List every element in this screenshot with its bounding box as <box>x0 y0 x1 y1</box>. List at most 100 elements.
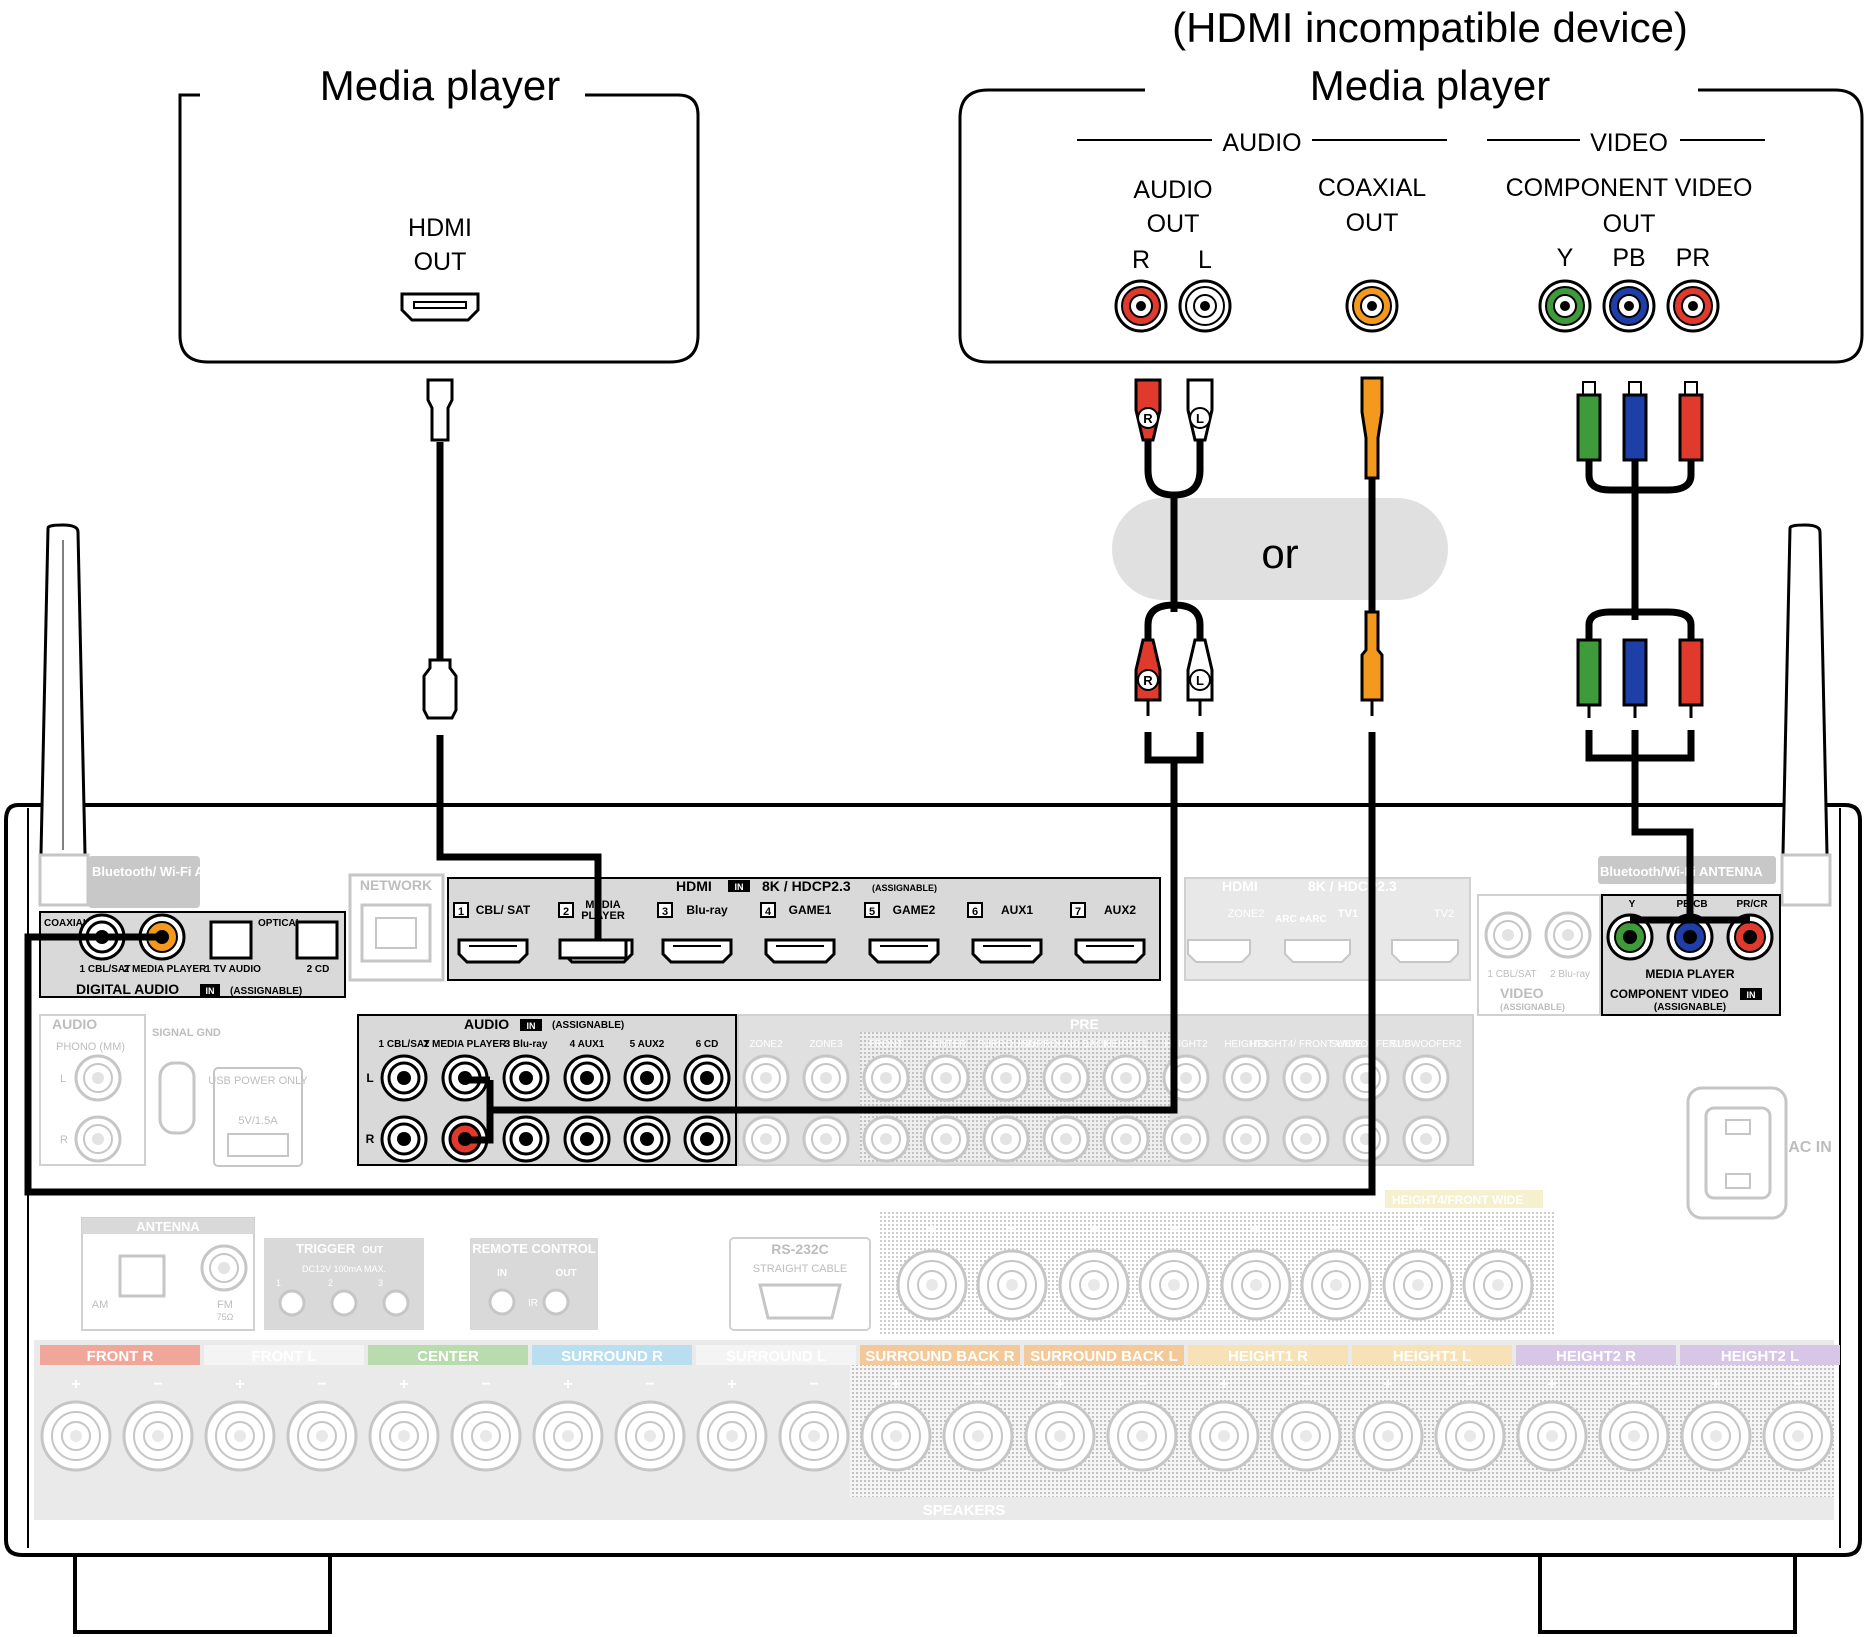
minus-icon: − <box>1331 1221 1340 1238</box>
speaker-terminal <box>1220 1249 1292 1321</box>
audio-in-l-jack[interactable] <box>563 1054 611 1102</box>
hdmi-in-port[interactable] <box>457 938 529 964</box>
svg-text:L: L <box>1196 411 1204 426</box>
audio-in-l-jack[interactable] <box>502 1054 550 1102</box>
svg-text:8K / HDCP2.3: 8K / HDCP2.3 <box>1308 878 1397 894</box>
audio-in-r-jack[interactable] <box>623 1115 671 1163</box>
svg-text:COMPONENT VIDEO: COMPONENT VIDEO <box>1610 987 1729 1001</box>
hdmi-in-port[interactable] <box>971 938 1043 964</box>
left-foot <box>73 1555 332 1634</box>
hdmi-in-port[interactable] <box>661 938 733 964</box>
speaker-channel-header <box>368 1345 528 1365</box>
speaker-terminal <box>1382 1249 1454 1321</box>
speaker-channel-label: SURROUND L <box>726 1348 826 1365</box>
minus-icon: − <box>1169 1221 1178 1238</box>
pre-out-jack <box>802 1115 850 1163</box>
svg-text:OUT: OUT <box>362 1245 383 1256</box>
svg-text:COAXIAL: COAXIAL <box>44 918 89 929</box>
hdmi-in-label: GAME1 <box>789 903 832 917</box>
audio-in-r-jack[interactable] <box>563 1115 611 1163</box>
hdmi-in-number-box <box>558 902 574 918</box>
trigger-out-panel: TRIGGER OUT DC12V 100mA MAX. 1 2 3 <box>264 1238 424 1330</box>
audio-in-l-jack[interactable] <box>380 1054 428 1102</box>
audio-in-l-jack[interactable] <box>623 1054 671 1102</box>
pre-out-jack <box>922 1115 970 1163</box>
usb-power-port: USB POWER ONLY 5V/1.5A <box>208 1067 308 1167</box>
speaker-terminal <box>942 1400 1014 1472</box>
svg-text:Y: Y <box>1629 899 1636 910</box>
hdmi-in-port[interactable] <box>764 938 836 964</box>
pre-out-jack <box>1102 1115 1150 1163</box>
plus-icon: + <box>1219 1376 1228 1393</box>
hdmi-in-port[interactable] <box>1074 938 1146 964</box>
pre-out-jack <box>1102 1054 1150 1102</box>
speaker-terminal <box>450 1400 522 1472</box>
audio-out-label-1: AUDIO <box>1133 176 1212 204</box>
or-bubble: or <box>1112 498 1448 600</box>
coaxial-out-label-1: COAXIAL <box>1318 174 1426 202</box>
svg-text:DIGITAL AUDIO: DIGITAL AUDIO <box>76 981 179 997</box>
pre-out-jack <box>922 1054 970 1102</box>
audio-out-r-jack <box>1114 279 1168 333</box>
svg-text:(ASSIGNABLE): (ASSIGNABLE) <box>230 986 302 997</box>
pre-out-jack <box>1402 1115 1450 1163</box>
svg-text:1 CBL/SAT: 1 CBL/SAT <box>1487 969 1536 980</box>
speaker-terminal <box>368 1400 440 1472</box>
pre-out-jack <box>1402 1054 1450 1102</box>
svg-text:2 MEDIA PLAYER: 2 MEDIA PLAYER <box>124 964 207 975</box>
speaker-terminal <box>1434 1400 1506 1472</box>
pre-out-jack <box>1042 1115 1090 1163</box>
svg-text:R: R <box>1143 673 1153 688</box>
pre-out-jack <box>1342 1115 1390 1163</box>
speaker-channel-header <box>1352 1345 1512 1365</box>
svg-text:AM: AM <box>92 1299 109 1311</box>
speaker-channel-label: SURROUND BACK R <box>865 1348 1014 1365</box>
speaker-terminal <box>286 1400 358 1472</box>
minus-icon: − <box>1793 1376 1802 1393</box>
audio-out-label-2: OUT <box>1147 210 1200 238</box>
svg-text:L: L <box>1196 673 1204 688</box>
speaker-terminal <box>778 1400 850 1472</box>
speaker-terminal <box>1680 1400 1752 1472</box>
speaker-terminal <box>1058 1249 1130 1321</box>
plus-icon: + <box>563 1376 572 1393</box>
speaker-terminal <box>896 1249 968 1321</box>
speaker-terminal <box>1598 1400 1670 1472</box>
speaker-terminal <box>1270 1400 1342 1472</box>
speaker-channel-label: FRONT R <box>87 1348 154 1365</box>
audio-in-label: 6 CD <box>696 1039 719 1050</box>
svg-text:(ASSIGNABLE): (ASSIGNABLE) <box>552 1020 624 1031</box>
minus-icon: − <box>1629 1376 1638 1393</box>
hdmi-in-number: 4 <box>765 906 772 918</box>
rs232c-port: RS-232C STRAIGHT CABLE <box>729 1237 871 1331</box>
or-label: or <box>1261 530 1298 577</box>
hdmi-in-number-box <box>1070 902 1086 918</box>
svg-text:AUDIO: AUDIO <box>464 1016 509 1032</box>
svg-text:2: 2 <box>328 1278 333 1288</box>
plus-icon: + <box>1413 1221 1422 1238</box>
pre-out-label: SUBWOOFER1 <box>1330 1039 1402 1050</box>
pre-out-jack <box>1282 1054 1330 1102</box>
audio-in-r-jack[interactable] <box>502 1115 550 1163</box>
pr-label: PR <box>1676 244 1711 272</box>
pre-out-label: ZONE3 <box>809 1039 843 1050</box>
audio-in-l-jack[interactable] <box>683 1054 731 1102</box>
speaker-channel-header <box>696 1345 856 1365</box>
svg-text:R: R <box>60 1134 68 1146</box>
hdmi-in-port[interactable] <box>868 938 940 964</box>
audio-in-r-jack[interactable] <box>380 1115 428 1163</box>
plus-icon: + <box>1251 1221 1260 1238</box>
device-title: Media player <box>320 62 560 109</box>
pre-out-label: SURROUND <box>977 1039 1035 1050</box>
hdmi-in-number: 6 <box>972 906 978 918</box>
svg-text:L: L <box>366 1071 373 1085</box>
audio-in-label: 1 CBL/SAT <box>379 1039 430 1050</box>
svg-text:ARC eARC: ARC eARC <box>1275 914 1327 925</box>
pre-out-jack <box>862 1115 910 1163</box>
pre-out-label: ZONE2 <box>749 1039 783 1050</box>
audio-in-r-jack[interactable] <box>683 1115 731 1163</box>
svg-text:NETWORK: NETWORK <box>360 877 432 893</box>
hdmi-out-panel: HDMI 8K / HDCP2.3 ZONE2 TV1 TV2 ARC eARC <box>1184 877 1471 981</box>
